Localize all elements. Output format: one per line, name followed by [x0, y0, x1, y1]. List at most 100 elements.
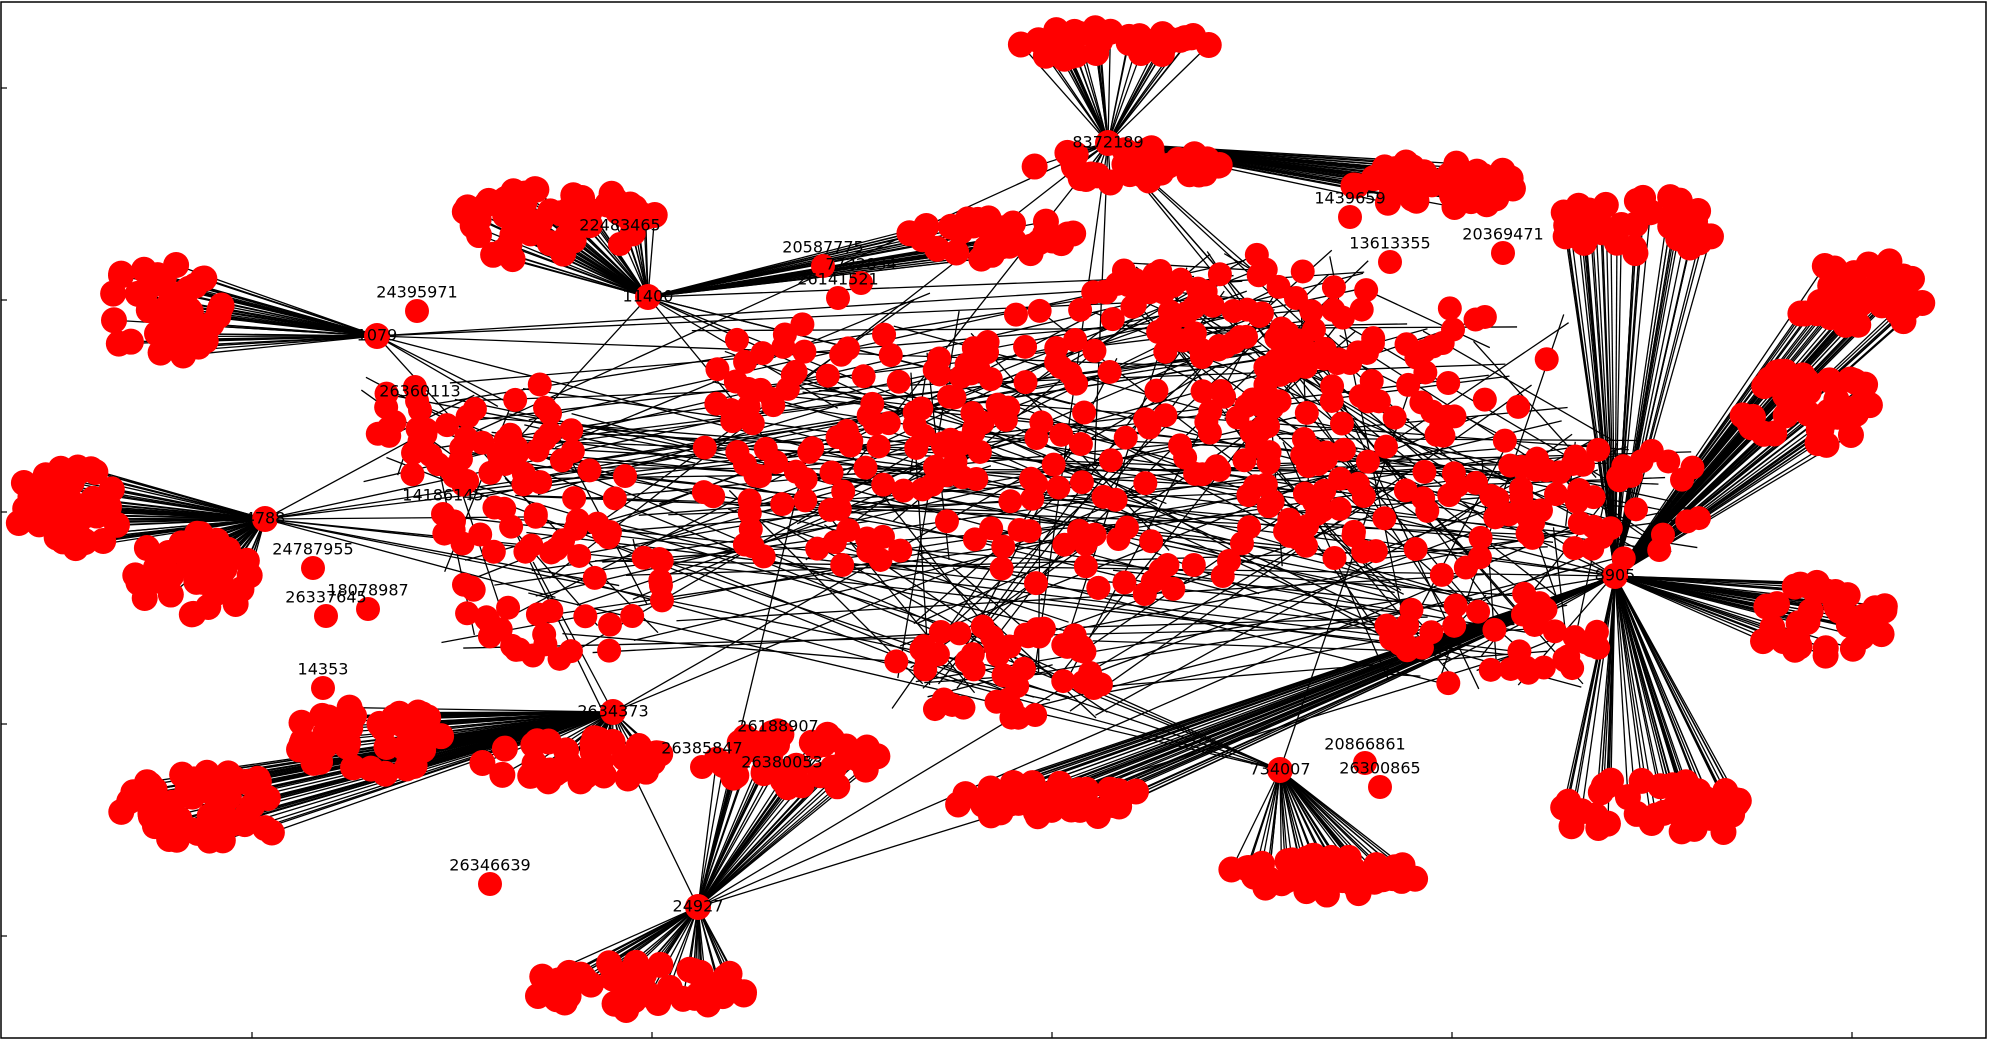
graph-edge — [647, 248, 938, 298]
graph-node — [988, 233, 1015, 260]
graph-edge — [425, 711, 614, 730]
graph-edge — [264, 434, 422, 520]
graph-node — [1544, 482, 1569, 507]
graph-node — [1086, 575, 1111, 600]
graph-node — [1128, 275, 1153, 300]
graph-node — [1562, 536, 1587, 561]
graph-node — [1812, 642, 1839, 669]
graph-node — [108, 798, 135, 825]
graph-edge — [697, 524, 1577, 908]
graph-node — [1372, 506, 1397, 531]
graph-node — [1788, 392, 1815, 419]
graph-node — [1327, 496, 1352, 521]
graph-node — [231, 811, 258, 838]
graph-node — [335, 729, 362, 756]
graph-node — [1267, 389, 1292, 414]
graph-node — [519, 533, 544, 558]
graph-node — [474, 605, 499, 630]
graph-edge — [1614, 301, 1821, 577]
graph-node — [896, 220, 923, 247]
graph-edge — [467, 482, 937, 623]
graph-node — [469, 749, 496, 776]
graph-node — [503, 387, 528, 412]
node-label: 26380053 — [741, 753, 822, 772]
graph-node — [1319, 388, 1344, 413]
graph-node — [1531, 655, 1556, 680]
graph-edge — [1614, 575, 1740, 802]
graph-node — [1373, 434, 1398, 459]
graph-node — [1225, 405, 1250, 430]
graph-node — [853, 734, 880, 761]
node-label: 8905 — [1595, 566, 1636, 585]
graph-node — [489, 761, 516, 788]
graph-node — [856, 403, 881, 428]
graph-edge — [1614, 575, 1733, 815]
graph-node — [527, 372, 552, 397]
graph-node — [938, 213, 965, 240]
graph-node — [1780, 626, 1807, 653]
graph-node — [1453, 555, 1478, 580]
graph-edge — [1279, 769, 1308, 859]
graph-node — [5, 510, 32, 537]
graph-node — [1509, 484, 1534, 509]
graph-node — [1100, 307, 1125, 332]
graph-edge — [615, 523, 1081, 635]
graph-node — [1630, 184, 1657, 211]
graph-edge — [1614, 575, 1662, 787]
graph-node — [726, 729, 753, 756]
graph-node — [1463, 307, 1488, 332]
graph-node — [886, 369, 911, 394]
graph-node — [1321, 297, 1346, 322]
graph-node — [1182, 321, 1207, 346]
graph-node — [943, 239, 970, 266]
graph-node — [521, 176, 548, 203]
graph-node — [872, 322, 897, 347]
graph-node — [1825, 597, 1852, 624]
graph-node — [468, 522, 493, 547]
graph-node — [996, 395, 1021, 420]
graph-node — [1860, 279, 1887, 306]
graph-node — [1277, 507, 1302, 532]
graph-node — [647, 546, 672, 571]
graph-node — [1670, 467, 1695, 492]
graph-node — [524, 982, 551, 1009]
graph-node — [1204, 454, 1229, 479]
graph-node — [1534, 347, 1559, 372]
graph-node — [1133, 471, 1158, 496]
graph-edge — [501, 296, 649, 457]
graph-edge — [1614, 575, 1869, 627]
graph-node — [720, 409, 745, 434]
graph-node — [426, 452, 451, 477]
graph-node — [1017, 240, 1044, 267]
graph-node — [913, 657, 938, 682]
graph-edge — [1581, 575, 1616, 812]
graph-node — [691, 480, 716, 505]
graph-node — [1072, 400, 1097, 425]
graph-node — [989, 556, 1014, 581]
graph-node — [871, 472, 896, 497]
graph-node — [1274, 848, 1301, 875]
graph-node — [536, 229, 563, 256]
graph-node — [948, 364, 973, 389]
graph-node — [922, 358, 947, 383]
node-label: 26141521 — [797, 270, 878, 289]
graph-node — [1294, 400, 1319, 425]
graph-node — [1161, 576, 1186, 601]
graph-node — [61, 495, 88, 522]
graph-node — [577, 458, 602, 483]
graph-node — [1431, 423, 1456, 448]
graph-node — [888, 538, 913, 563]
graph-node — [1007, 31, 1034, 58]
graph-node — [1156, 27, 1183, 54]
graph-node — [783, 359, 808, 384]
graph-node — [753, 436, 778, 461]
graph-node — [733, 349, 758, 374]
graph-node — [853, 455, 878, 480]
graph-node — [1306, 452, 1331, 477]
node-label: 11400 — [623, 287, 674, 306]
graph-edge — [1279, 769, 1289, 862]
graph-node — [1756, 366, 1783, 393]
graph-edge — [183, 335, 378, 357]
graph-node — [555, 749, 582, 776]
graph-node — [551, 989, 578, 1016]
